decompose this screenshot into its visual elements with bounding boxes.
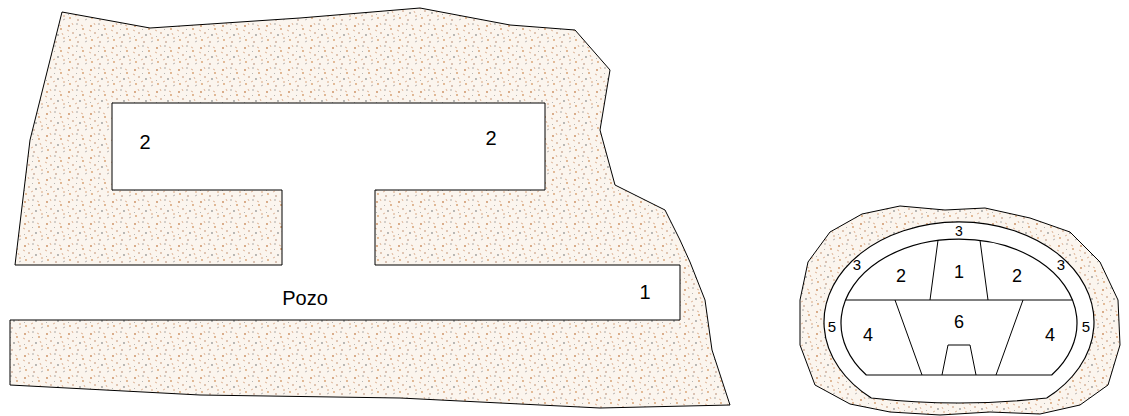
heading-line	[846, 300, 1073, 301]
callout-number: 6	[954, 313, 964, 331]
excavation-outline	[824, 222, 1094, 403]
callout-number: 5	[1082, 319, 1090, 334]
callout-number: 2	[139, 132, 150, 152]
callout-number: 2	[1012, 267, 1022, 285]
cross-section	[800, 206, 1120, 415]
callout-number: 3	[853, 257, 861, 272]
callout-number: 3	[955, 224, 963, 238]
callout-number: 5	[828, 319, 836, 334]
callout-number: 2	[896, 267, 906, 285]
excavation	[0, 103, 680, 320]
plan-view	[0, 8, 730, 408]
callout-number: 1	[954, 263, 964, 281]
rock-mass	[800, 206, 1120, 415]
excavation-outline	[10, 103, 680, 320]
callout-number: 2	[485, 128, 496, 148]
crown-division	[930, 240, 988, 300]
callout-number: 4	[863, 326, 873, 344]
lining-outline	[841, 239, 1077, 375]
callout-number: 3	[1057, 257, 1065, 272]
part-name: Pozo	[282, 288, 328, 308]
callout-number: 4	[1045, 326, 1055, 344]
callout-number: 1	[639, 282, 650, 302]
central-core	[942, 345, 976, 375]
bench-division	[895, 300, 1023, 375]
